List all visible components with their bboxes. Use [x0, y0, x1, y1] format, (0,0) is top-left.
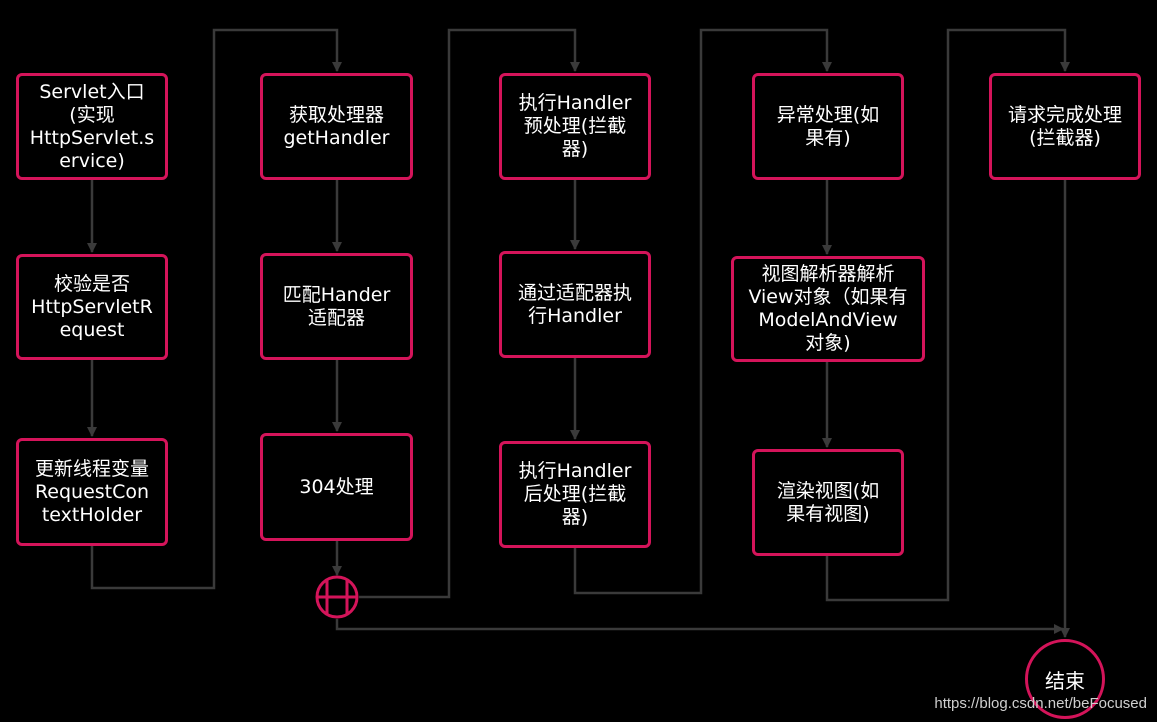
node-render-view: 渲染视图(如 果有视图) [752, 449, 904, 556]
node-servlet-entry: Servlet入口 (实现 HttpServlet.s ervice) [16, 73, 168, 180]
watermark: https://blog.csdn.net/beFocused [934, 695, 1147, 712]
edge-render-to-complete [825, 28, 1070, 602]
node-exception-handling: 异常处理(如 果有) [752, 73, 904, 180]
node-pre-handle: 执行Handler 预处理(拦截 器) [499, 73, 651, 180]
edge-junction-to-end [335, 619, 1064, 634]
node-view-resolver: 视图解析器解析 View对象（如果有 ModelAndView 对象) [731, 256, 925, 362]
edge-junction-to-prehandle [359, 28, 580, 599]
node-request-complete: 请求完成处理 (拦截器) [989, 73, 1141, 180]
node-post-handle: 执行Handler 后处理(拦截 器) [499, 441, 651, 548]
edge-posthandle-to-exception [573, 28, 832, 595]
node-check-request: 校验是否 HttpServletR equest [16, 254, 168, 360]
node-handle-304: 304处理 [260, 433, 413, 541]
node-update-thread-vars: 更新线程变量 RequestCon textHolder [16, 438, 168, 546]
edge-update-to-gethandler [90, 28, 342, 590]
node-end: 结束 [1025, 639, 1105, 719]
node-get-handler: 获取处理器 getHandler [260, 73, 413, 180]
node-match-adapter: 匹配Hander 适配器 [260, 253, 413, 360]
crossed-circle-icon [315, 575, 359, 619]
node-invoke-handler: 通过适配器执 行Handler [499, 251, 651, 358]
